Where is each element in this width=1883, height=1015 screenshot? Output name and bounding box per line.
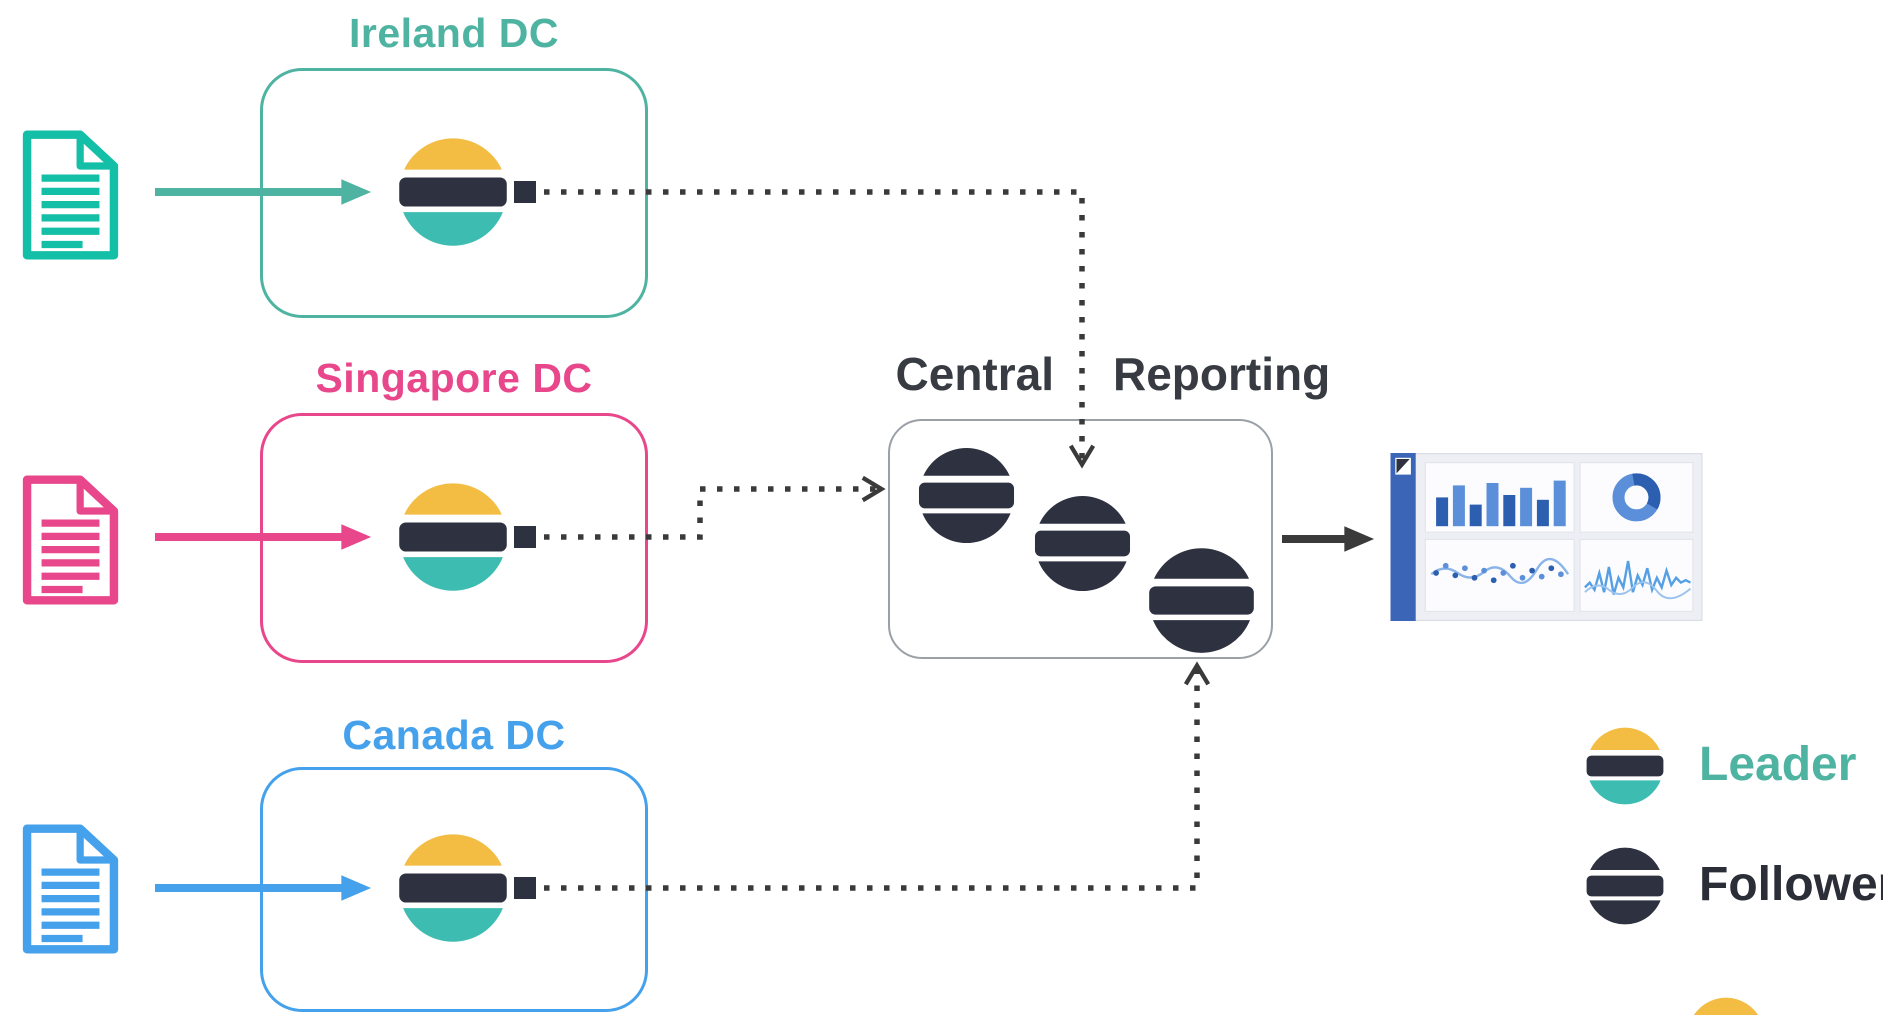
legend-follower-label: Follower [1699, 858, 1883, 911]
ireland-dc-title: Ireland DC [348, 10, 560, 56]
partial-leader-logo [1687, 997, 1765, 1015]
document-icon [15, 470, 126, 610]
singapore-dc-title: Singapore DC [315, 355, 593, 401]
elasticsearch-leader-logo [399, 834, 507, 942]
document-icon [15, 819, 126, 959]
elasticsearch-follower-logo [1034, 496, 1131, 592]
connector-plug-icon [514, 181, 536, 203]
donut-chart-panel [1579, 462, 1694, 533]
elasticsearch-follower-logo [1149, 548, 1254, 653]
bar-chart-panel [1424, 462, 1575, 533]
line-chart-panel [1579, 538, 1694, 612]
document-icon [15, 125, 126, 265]
canada-dc-title: Canada DC [342, 712, 566, 758]
connector-plug-icon [514, 526, 536, 548]
kibana-dashboard-icon [1390, 453, 1703, 621]
elasticsearch-follower-logo [918, 448, 1015, 544]
central-label: Central [895, 348, 1054, 400]
legend-leader-label: Leader [1699, 738, 1857, 791]
scatter-chart-panel [1424, 538, 1575, 612]
elasticsearch-leader-logo [399, 138, 507, 246]
connector-plug-icon [514, 877, 536, 899]
reporting-label: Reporting [1113, 348, 1331, 400]
legend-leader-logo [1586, 727, 1664, 805]
dashboard-sidebar [1390, 453, 1416, 621]
elasticsearch-leader-logo [399, 483, 507, 591]
legend-follower-logo [1586, 847, 1664, 925]
